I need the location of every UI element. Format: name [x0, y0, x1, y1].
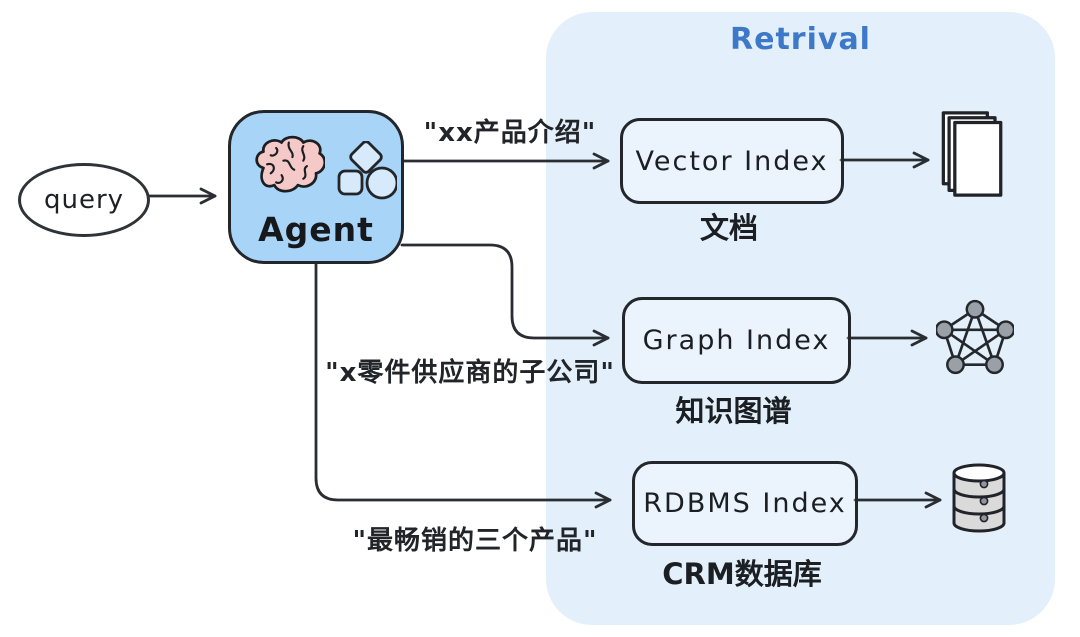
documents-icon [940, 111, 1006, 199]
rdbms-index-node: RDBMS Index [632, 461, 858, 546]
query-node: query [18, 163, 150, 237]
rdbms-index-label: RDBMS Index [643, 488, 847, 519]
source-label-knowledge-graph: 知识图谱 [675, 394, 792, 428]
retrieval-panel-title: Retrival [730, 22, 871, 57]
query-label-vector: "xx产品介绍" [423, 118, 597, 148]
circle-icon [365, 166, 397, 200]
graph-index-node: Graph Index [622, 297, 851, 384]
brain-icon [249, 135, 325, 199]
source-label-crm-database: CRM数据库 [662, 557, 822, 591]
vector-index-label: Vector Index [635, 145, 829, 177]
source-label-documents: 文档 [699, 211, 758, 245]
query-label-graph: "x零件供应商的子公司" [325, 358, 615, 388]
database-icon [948, 462, 1010, 534]
agent-node: Agent [228, 110, 404, 264]
query-node-label: query [43, 185, 125, 215]
graph-index-label: Graph Index [642, 325, 831, 356]
query-label-rdbms: "最畅销的三个产品" [352, 526, 598, 556]
agent-node-label: Agent [258, 210, 374, 249]
square-icon [337, 169, 364, 196]
diamond-icon [349, 141, 383, 174]
vector-index-node: Vector Index [620, 118, 844, 204]
shapes-cluster-icon [333, 141, 397, 211]
knowledge-graph-icon [936, 299, 1014, 377]
